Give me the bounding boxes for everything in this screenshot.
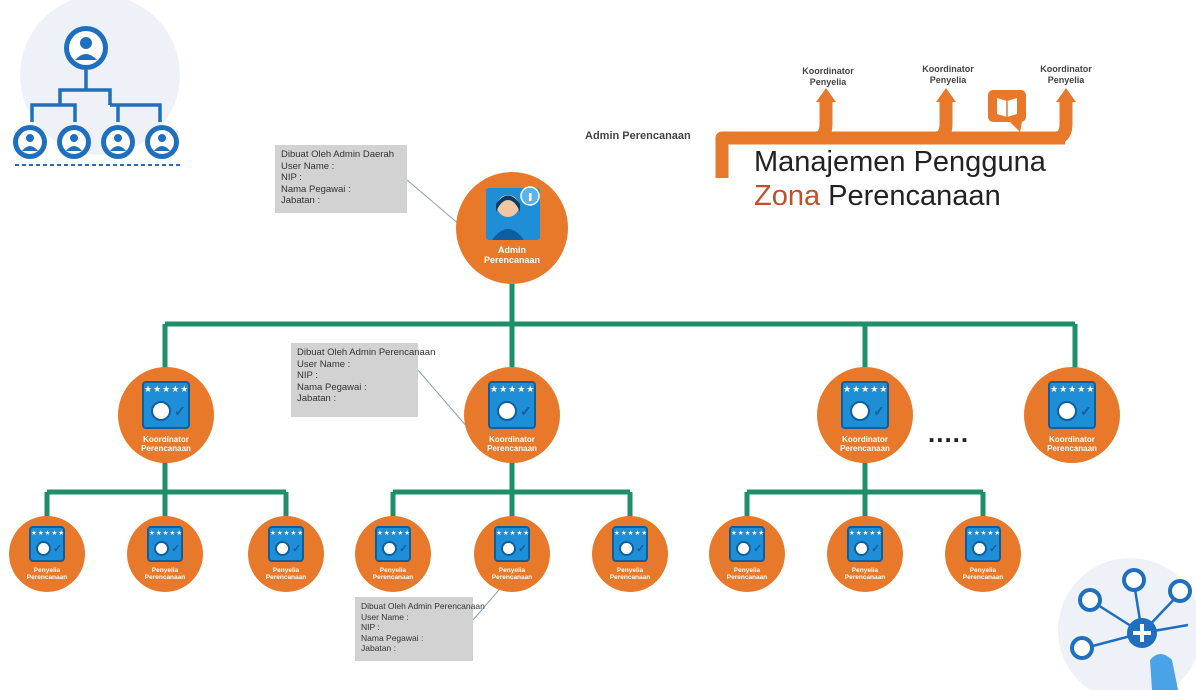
info-box-admin-perencanaan-2: Dibuat Oleh Admin Perencanaan User Name … <box>355 597 485 661</box>
star-card-icon: ★★★★★ ✓ <box>29 526 65 562</box>
star-card-icon: ★★★★★ ✓ <box>268 526 304 562</box>
title-rest: Perencanaan <box>820 180 1001 212</box>
info-box-admin-daerah: Dibuat Oleh Admin Daerah User Name : NIP… <box>275 145 407 213</box>
admin-perencanaan-label: Admin Perencanaan <box>585 130 691 142</box>
star-card-icon: ★★★★★ ✓ <box>729 526 765 562</box>
admin-person-icon <box>486 186 540 240</box>
star-card-icon: ★★★★★ ✓ <box>965 526 1001 562</box>
star-card-icon: ★★★★★ ✓ <box>142 381 190 429</box>
star-card-icon: ★★★★★ ✓ <box>847 526 883 562</box>
page-title-line2: Zona Perencanaan <box>754 180 1001 213</box>
star-card-icon: ★★★★★ ✓ <box>841 381 889 429</box>
info-box-admin-perencanaan-1: Dibuat Oleh Admin Perencanaan User Name … <box>291 343 435 417</box>
book-icon <box>988 90 1026 132</box>
ellipsis: ..... <box>928 418 970 448</box>
star-card-icon: ★★★★★ ✓ <box>147 526 183 562</box>
network-add-icon <box>1058 558 1196 690</box>
star-card-icon: ★★★★★ ✓ <box>612 526 648 562</box>
star-card-icon: ★★★★★ ✓ <box>494 526 530 562</box>
hierarchy-icon <box>13 0 182 166</box>
title-accent: Zona <box>754 180 821 212</box>
star-card-icon: ★★★★★ ✓ <box>375 526 411 562</box>
star-card-icon: ★★★★★ ✓ <box>488 381 536 429</box>
page-title-line1: Manajemen Pengguna <box>754 146 1046 178</box>
star-card-icon: ★★★★★ ✓ <box>1048 381 1096 429</box>
orange-arrow-track <box>715 131 1065 178</box>
